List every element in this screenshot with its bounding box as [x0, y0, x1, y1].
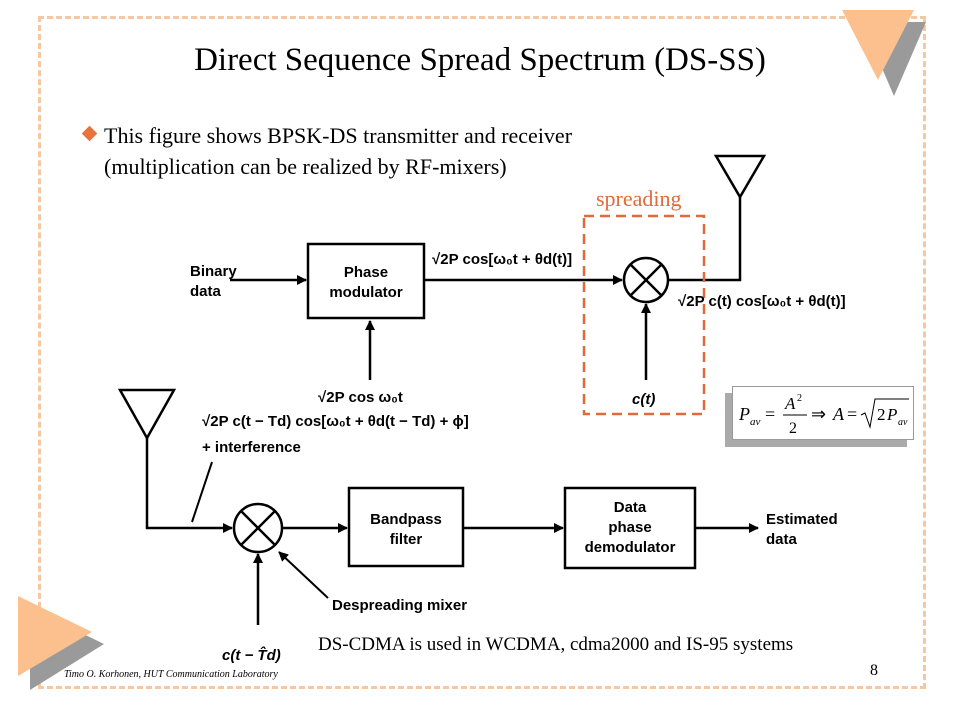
svg-text:2: 2	[797, 393, 802, 404]
bullet-line-1: This figure shows BPSK-DS transmitter an…	[104, 123, 573, 148]
carrier-label: √2P cos ω₀t	[318, 389, 403, 406]
bandpass-filter-label-2: filter	[390, 531, 423, 548]
bullet-line-2: (multiplication can be realized by RF-mi…	[104, 154, 507, 179]
phase-modulator-block	[306, 242, 426, 320]
formula-box: P av = A 2 2 ⇒ A = 2 P av	[732, 386, 914, 440]
binary-data-label-2: data	[190, 283, 222, 300]
phase-modulator-label-1: Phase	[344, 264, 388, 281]
svg-text:=: =	[765, 404, 775, 424]
rx-signal-label-1: √2P c(t − Td) cos[ω₀t + θd(t − Td) + ϕ]	[202, 413, 469, 430]
svg-text:2: 2	[877, 405, 886, 424]
svg-text:P: P	[886, 405, 897, 424]
svg-text:av: av	[750, 416, 761, 428]
svg-text:A: A	[784, 394, 796, 413]
tx-output-wire	[668, 197, 742, 282]
top-right-triangle	[842, 10, 914, 80]
rx-code-label: c(t − T̂d)	[222, 645, 281, 664]
rx-input-wire	[145, 438, 233, 533]
svg-text:2: 2	[789, 420, 797, 437]
bandpass-filter-label-1: Bandpass	[370, 511, 442, 528]
spreading-box	[582, 214, 706, 416]
formula-graphic: P av = A 2 2 ⇒ A = 2 P av	[738, 393, 909, 437]
estimated-data-label-1: Estimated	[766, 511, 838, 528]
page-number: 8	[870, 662, 878, 679]
estimated-data-label-2: data	[766, 531, 798, 548]
footer-author: Timo O. Korhonen, HUT Communication Labo…	[64, 669, 278, 680]
svg-text:=: =	[847, 404, 857, 424]
code-label: c(t)	[632, 391, 655, 408]
rx-signal-pointer	[191, 461, 213, 523]
slide-title: Direct Sequence Spread Spectrum (DS-SS)	[194, 42, 766, 78]
despread-pointer	[278, 551, 329, 599]
svg-text:av: av	[898, 417, 908, 428]
spreading-label: spreading	[596, 186, 682, 211]
svg-text:P: P	[738, 404, 750, 424]
bullet-text: This figure shows BPSK-DS transmitter an…	[104, 120, 572, 182]
rx-antenna	[117, 388, 177, 441]
tx-output-label: √2P c(t) cos[ω₀t + θd(t)]	[678, 293, 846, 310]
demodulator-label-2: phase	[608, 519, 651, 536]
demodulator-label-1: Data	[614, 499, 647, 516]
cdma-note: DS-CDMA is used in WCDMA, cdma2000 and I…	[318, 634, 794, 655]
bottom-left-triangle	[18, 596, 92, 676]
svg-text:⇒: ⇒	[811, 404, 826, 424]
phase-modulator-label-2: modulator	[329, 284, 402, 301]
svg-text:A: A	[832, 404, 845, 424]
slide-frame	[38, 16, 926, 689]
rx-signal-label-2: + interference	[202, 439, 301, 456]
demodulator-label-3: demodulator	[585, 539, 676, 556]
binary-data-label-1: Binary	[190, 263, 237, 280]
tx-antenna	[713, 154, 767, 200]
tx-signal-label: √2P cos[ω₀t + θd(t)]	[432, 251, 572, 268]
despreading-mixer-label: Despreading mixer	[332, 597, 467, 614]
